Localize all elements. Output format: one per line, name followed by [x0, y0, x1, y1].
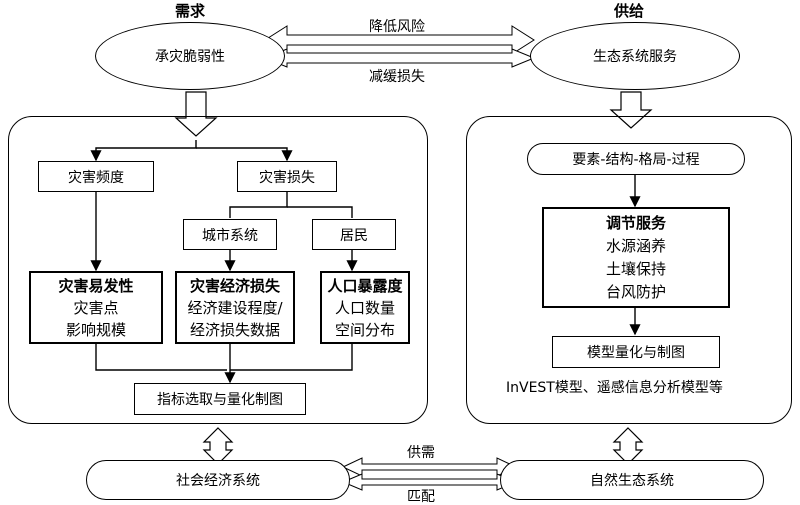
- indicator-box: 指标选取与量化制图: [134, 383, 306, 415]
- exposure-box: 人口暴露度 人口数量 空间分布: [320, 271, 410, 344]
- disaster-loss-box: 灾害损失: [237, 161, 337, 192]
- susceptibility-box: 灾害易发性 灾害点 影响规模: [29, 271, 163, 344]
- economic-loss-box: 灾害经济损失 经济建设程度/ 经济损失数据: [175, 271, 295, 344]
- left-vertical-double-arrow: [202, 427, 234, 465]
- ecosystem-services-ellipse: 生态系统服务: [530, 22, 740, 90]
- regulation-line-1: 水源涵养: [605, 236, 666, 255]
- urban-system-label: 城市系统: [202, 227, 258, 244]
- bottom-double-arrow-2: [341, 473, 518, 491]
- socioeconomic-pill: 社会经济系统: [86, 460, 350, 500]
- susceptibility-title: 灾害易发性: [58, 276, 134, 295]
- exposure-line-2: 空间分布: [334, 320, 395, 339]
- demand-panel: [8, 116, 428, 424]
- demand-header: 需求: [175, 2, 206, 20]
- top-double-arrow-2: [263, 48, 536, 68]
- regulation-line-3: 台风防护: [605, 282, 666, 301]
- right-vertical-double-arrow: [612, 427, 644, 465]
- elements-label: 要素-结构-格局-过程: [572, 152, 700, 168]
- regulation-title: 调节服务: [605, 213, 666, 232]
- vulnerability-label: 承灾脆弱性: [155, 49, 225, 65]
- disaster-frequency-label: 灾害频度: [68, 169, 124, 186]
- disaster-loss-label: 灾害损失: [259, 169, 315, 186]
- economic-loss-title: 灾害经济损失: [189, 276, 280, 295]
- right-hollow-down-arrow: [609, 91, 653, 129]
- natural-ecosystem-pill: 自然生态系统: [500, 460, 764, 500]
- socioeconomic-label: 社会经济系统: [176, 473, 260, 489]
- supply-demand-label: 供需: [407, 445, 435, 461]
- elements-pill: 要素-结构-格局-过程: [527, 143, 745, 175]
- residents-label: 居民: [340, 227, 368, 244]
- reduce-risk-label: 降低风险: [369, 19, 425, 35]
- regulation-line-2: 土壤保持: [605, 259, 666, 278]
- model-label: 模型量化与制图: [587, 345, 685, 361]
- susceptibility-line-1: 灾害点: [73, 298, 119, 317]
- economic-loss-line-1: 经济建设程度/: [187, 298, 283, 317]
- natural-ecosystem-label: 自然生态系统: [590, 473, 674, 489]
- match-label: 匹配: [407, 489, 435, 505]
- supply-panel: [466, 116, 792, 424]
- susceptibility-line-2: 影响规模: [65, 320, 126, 339]
- regulation-box: 调节服务 水源涵养 土壤保持 台风防护: [542, 207, 730, 308]
- exposure-title: 人口暴露度: [327, 276, 403, 295]
- model-box: 模型量化与制图: [552, 336, 720, 368]
- economic-loss-line-2: 经济损失数据: [189, 320, 280, 339]
- ecosystem-services-label: 生态系统服务: [593, 49, 677, 65]
- vulnerability-ellipse: 承灾脆弱性: [95, 22, 285, 90]
- mitigate-loss-label: 减缓损失: [369, 69, 425, 85]
- supply-header: 供给: [614, 2, 645, 20]
- exposure-line-1: 人口数量: [334, 298, 395, 317]
- top-double-arrow: [264, 25, 535, 55]
- disaster-frequency-box: 灾害频度: [38, 161, 154, 192]
- residents-box: 居民: [312, 219, 396, 250]
- model-note: InVEST模型、遥感信息分析模型等: [506, 380, 723, 396]
- urban-system-box: 城市系统: [183, 219, 277, 250]
- left-hollow-down-arrow: [174, 91, 218, 137]
- indicator-label: 指标选取与量化制图: [157, 392, 283, 408]
